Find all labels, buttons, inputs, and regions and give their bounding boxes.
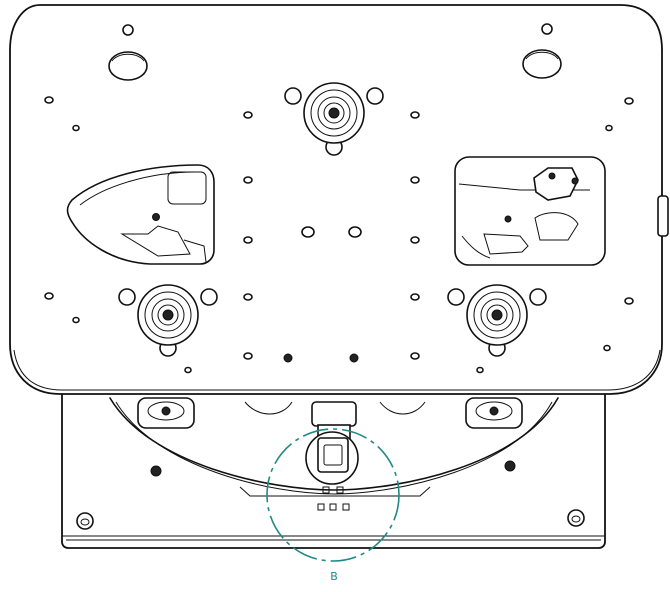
bearing-left — [118, 284, 218, 357]
detail-callout-label: B — [330, 570, 338, 583]
top-corner-holes — [108, 23, 562, 81]
detail-callout-b: B — [266, 428, 400, 583]
side-bracket — [657, 195, 669, 237]
left-window-cutout — [66, 164, 215, 265]
base-screw — [504, 460, 516, 472]
right-window-cutout — [454, 156, 606, 266]
base-screw — [150, 465, 162, 477]
detail-callout-circle — [266, 428, 400, 562]
base-mount-hole — [567, 509, 585, 527]
base-mount-hole — [76, 512, 94, 530]
bearing-top — [284, 82, 384, 156]
mounting-holes — [44, 96, 634, 374]
center-connector — [305, 401, 359, 511]
rotary-disc — [109, 397, 559, 497]
bearing-right — [447, 284, 547, 357]
lower-support-feet — [137, 397, 523, 429]
